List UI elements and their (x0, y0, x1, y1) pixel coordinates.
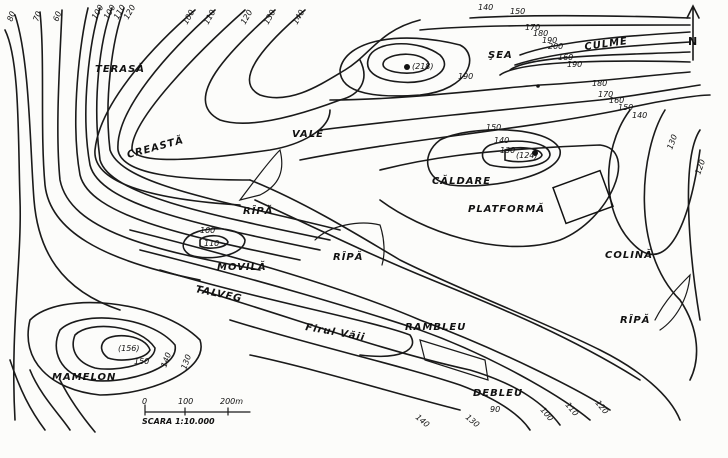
svg-text:60: 60 (51, 10, 63, 23)
north-arrow-icon (686, 4, 700, 61)
spot-height-124: (124) (516, 151, 538, 160)
svg-text:130: 130 (179, 353, 193, 370)
label-firul-vaii: Firul Văii (304, 322, 366, 343)
label-ripa-2: RÎPĂ (333, 249, 364, 263)
scale-bar: 0 100 200m SCARA 1:10.000 (142, 397, 243, 426)
svg-text:130: 130 (500, 146, 515, 155)
svg-text:130: 130 (665, 133, 679, 150)
svg-text:200m: 200m (220, 397, 243, 406)
label-culme: CULME (584, 36, 629, 53)
svg-text:190: 190 (458, 72, 473, 81)
svg-text:150: 150 (618, 103, 633, 112)
contour-labels-right: 140 150 170 180 190 200 160 190 190 180 … (458, 3, 707, 176)
label-ripa-3: RÎPĂ (620, 312, 651, 326)
north-label: N (688, 35, 698, 48)
svg-text:140: 140 (632, 111, 647, 120)
svg-text:140: 140 (414, 413, 431, 430)
svg-text:110: 110 (563, 401, 580, 418)
svg-text:130: 130 (464, 413, 481, 430)
ripa-hachures (238, 148, 691, 381)
svg-text:180: 180 (592, 79, 607, 88)
label-ripa-1: RÎPĂ (243, 203, 274, 217)
svg-text:150: 150 (134, 357, 149, 366)
svg-text:150: 150 (486, 123, 501, 132)
label-platforma: PLATFORMĂ (468, 202, 545, 215)
label-vale: VALE (292, 129, 324, 140)
svg-text:200: 200 (548, 42, 563, 51)
svg-text:150: 150 (510, 7, 525, 16)
svg-text:70: 70 (31, 10, 43, 23)
svg-text:120: 120 (593, 399, 610, 416)
svg-text:90: 90 (490, 405, 500, 414)
svg-text:SCARA 1:10.000: SCARA 1:10.000 (142, 417, 215, 426)
svg-text:140: 140 (494, 136, 509, 145)
label-debleu: DEBLEU (473, 388, 523, 399)
label-talveg: TALVEG (194, 284, 243, 305)
svg-text:140: 140 (159, 351, 173, 368)
svg-text:190: 190 (542, 36, 557, 45)
svg-text:100: 100 (178, 397, 193, 406)
contour-labels-bottom: 90 100 110 120 130 140 (414, 399, 610, 430)
svg-text:120: 120 (239, 8, 254, 26)
svg-text:160: 160 (558, 53, 573, 62)
spot-height-110: 110 (204, 239, 219, 248)
svg-text:160: 160 (609, 96, 624, 105)
svg-text:170: 170 (525, 23, 540, 32)
svg-text:180: 180 (533, 29, 548, 38)
label-sea: ŞEA (488, 50, 513, 61)
contour-label-movila: 100 (200, 226, 215, 235)
svg-text:120: 120 (693, 158, 707, 175)
svg-text:170: 170 (598, 90, 613, 99)
spot-height-218: (218) (412, 62, 434, 71)
svg-text:0: 0 (142, 397, 147, 406)
svg-text:140: 140 (478, 3, 493, 12)
label-mamelon: MAMELON (52, 372, 116, 383)
svg-text:190: 190 (567, 60, 582, 69)
label-colina: COLINĂ (605, 248, 653, 261)
svg-text:120: 120 (122, 3, 137, 21)
contour-labels-caldare: 150 140 130 (486, 123, 515, 155)
svg-text:100: 100 (90, 3, 105, 21)
label-terasa: TERASĂ (95, 62, 145, 75)
label-caldare: CĂLDARE (432, 174, 491, 187)
label-movila: MOVILĂ (217, 260, 267, 273)
svg-text:100: 100 (538, 406, 555, 423)
svg-text:80: 80 (5, 10, 17, 23)
spot-height-156: (156) (118, 344, 140, 353)
contour-labels-mamelon: 150 140 130 (134, 351, 193, 370)
label-rambleu: RAMBLEU (405, 322, 466, 333)
